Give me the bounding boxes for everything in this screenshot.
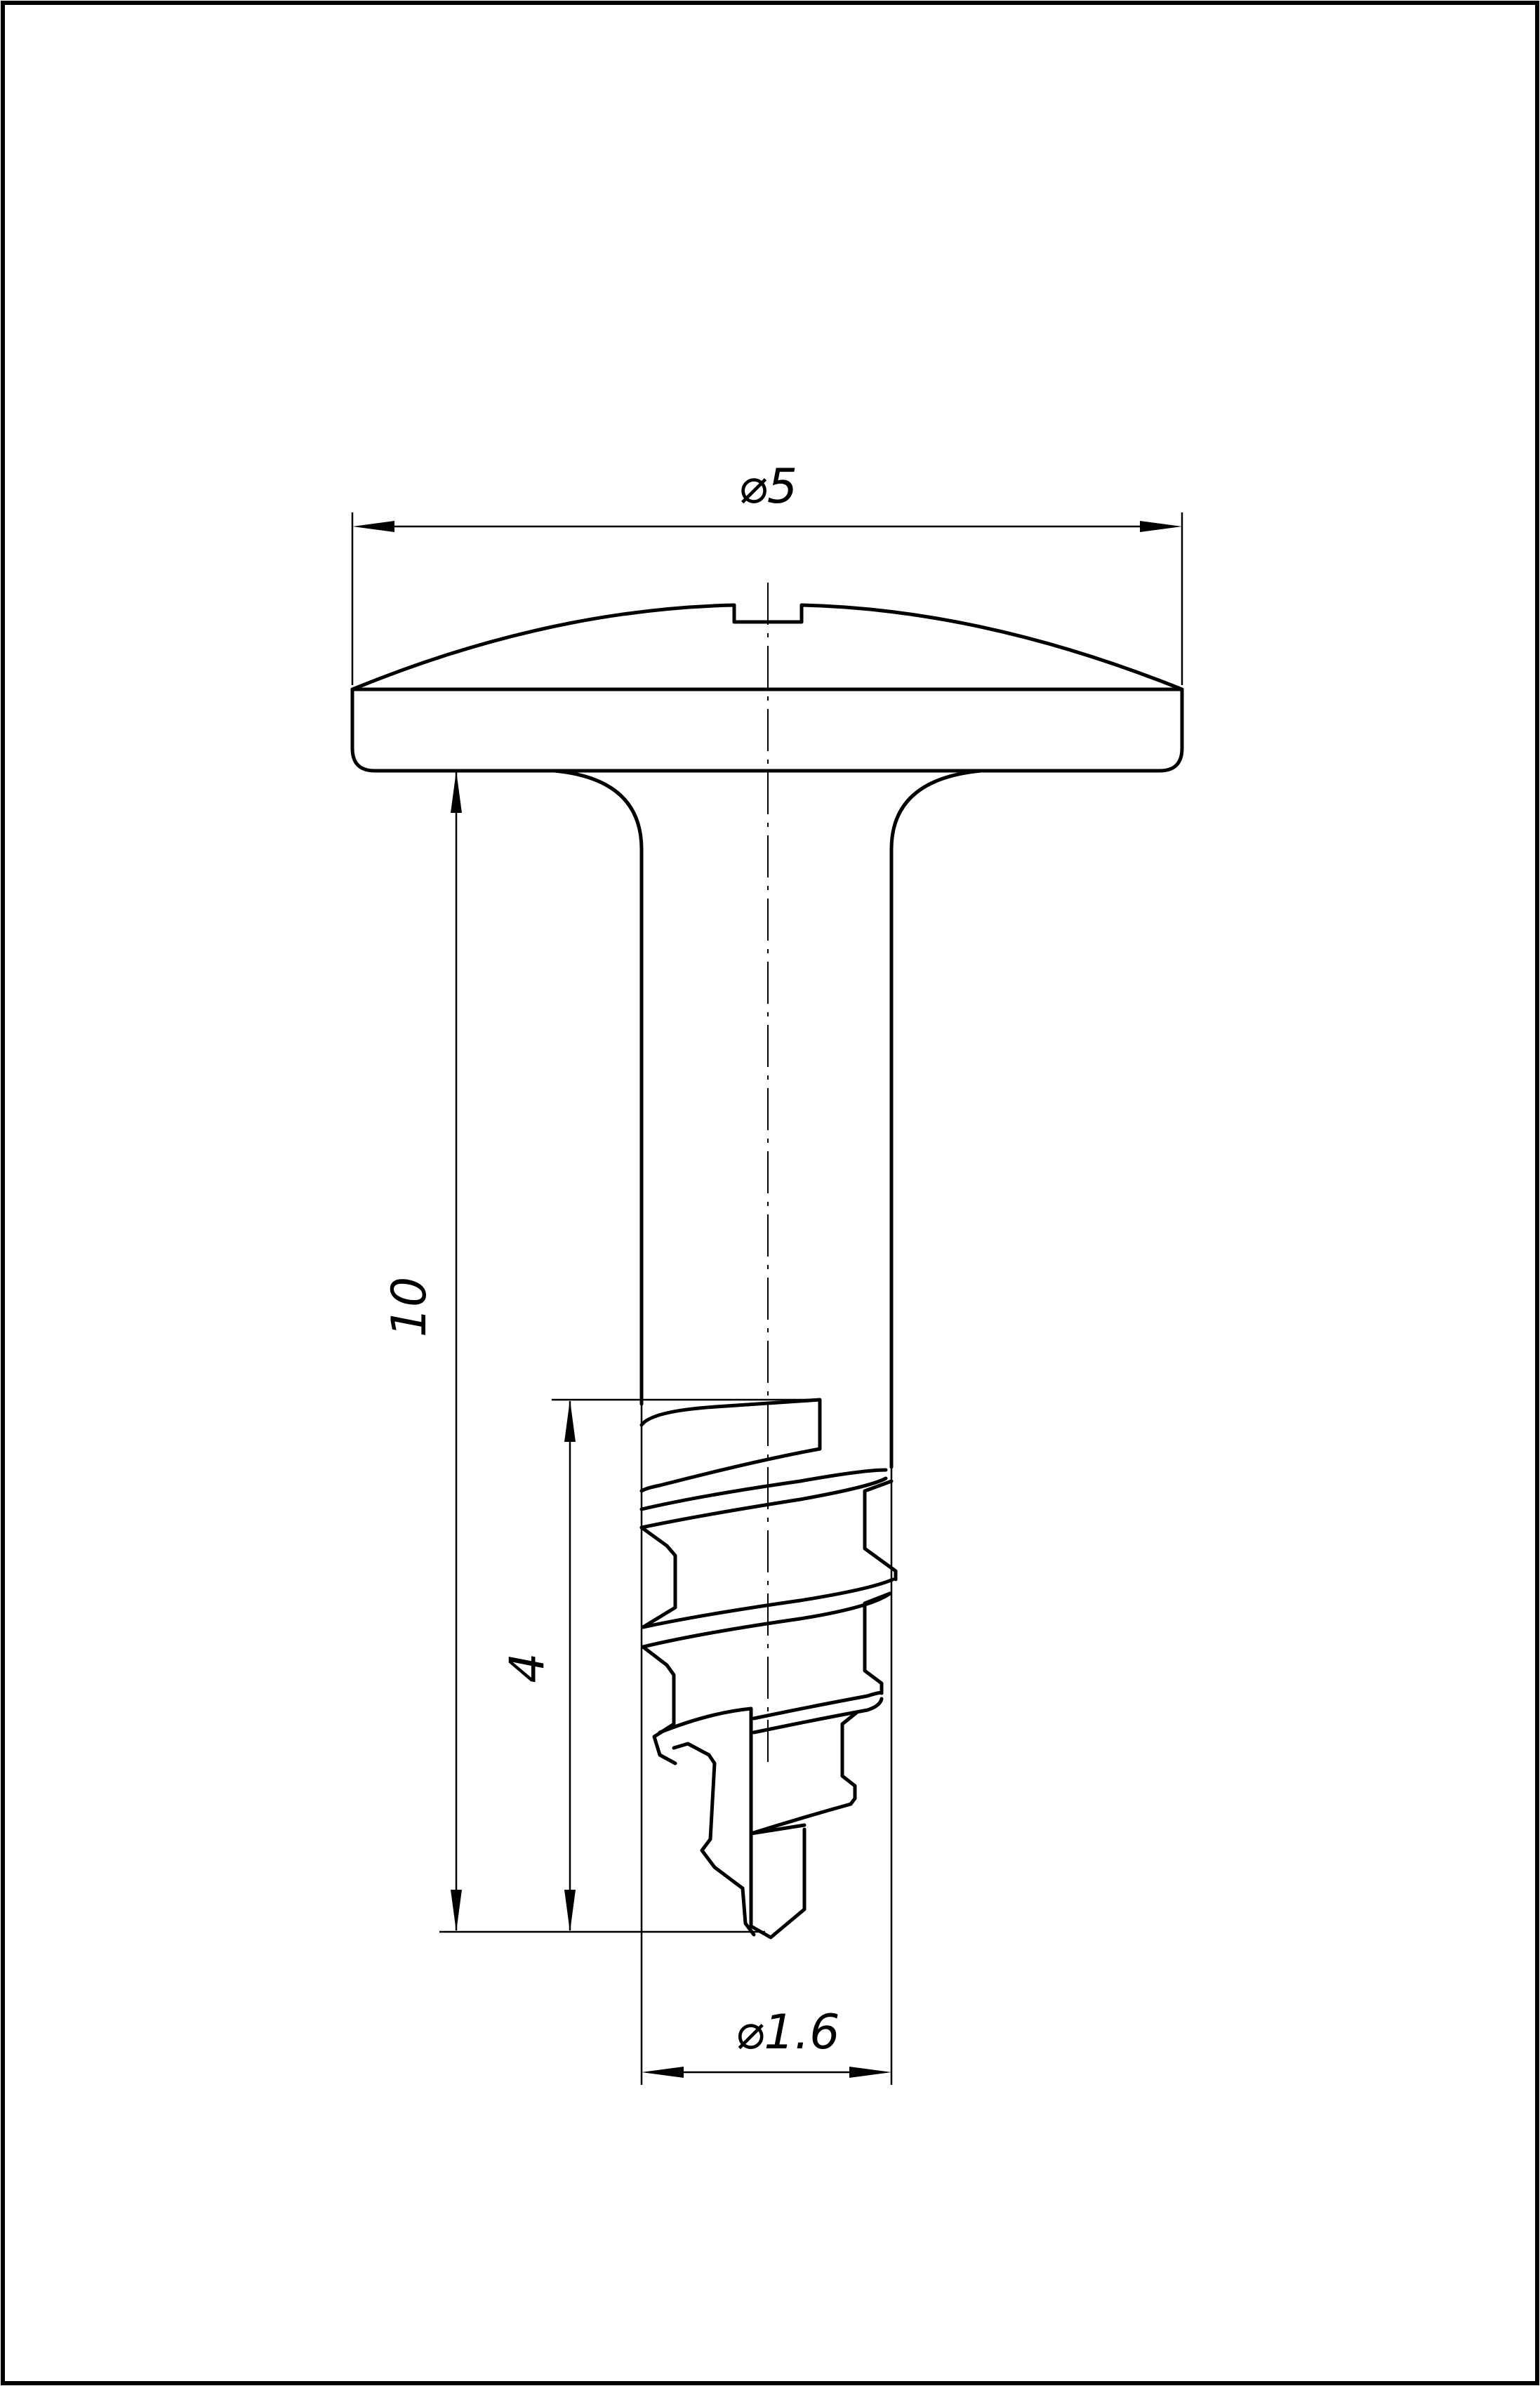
- arrowhead-shank-left: [642, 2067, 684, 2078]
- thread-root-right-1: [863, 1479, 898, 1582]
- thread-root-left-1: [639, 1525, 677, 1629]
- dimension-shank-diameter: ⌀1.6: [640, 1404, 893, 2085]
- thread-flank-5: [752, 1691, 884, 1721]
- arrowhead-shank-right: [849, 2067, 891, 2078]
- dimension-head-diameter: ⌀5: [351, 459, 1183, 685]
- screw-head: [350, 603, 1184, 773]
- thread-root-left-2: [641, 1645, 677, 1765]
- thread-flank-3: [641, 1577, 895, 1629]
- shank-right-edge: [889, 769, 983, 1469]
- screw-thread: [639, 1398, 898, 1940]
- thread-root-right-3: [840, 1711, 858, 1801]
- arrowhead-right: [1140, 521, 1182, 532]
- shank-left-edge: [552, 769, 644, 1406]
- thread-crest-1: [639, 1398, 822, 1493]
- screw-point: [749, 1827, 806, 1940]
- point-ridge: [749, 1823, 806, 1836]
- tip-lower-left: [741, 1886, 756, 1937]
- dimension-total-length: 10: [382, 771, 765, 1933]
- head-slot: [732, 603, 804, 624]
- thread-flank-1: [639, 1468, 888, 1511]
- dimension-label-total-length: 10: [382, 1277, 437, 1338]
- dimension-thread-length: 4: [500, 1398, 820, 1932]
- head-body: [350, 687, 1184, 773]
- screw-shank: [552, 769, 983, 1469]
- arrowhead-thread-bottom: [564, 1890, 576, 1932]
- thread-flank-2: [639, 1476, 888, 1530]
- thread-tip-flank: [658, 1706, 857, 1836]
- arrowhead-bottom: [451, 1890, 462, 1932]
- arrowhead-thread-top: [564, 1400, 576, 1442]
- dimension-label-thread-length: 4: [500, 1652, 555, 1683]
- dimension-label-head-diameter: ⌀5: [738, 459, 797, 515]
- arrowhead-left: [352, 521, 394, 532]
- arrowhead-top: [451, 771, 462, 813]
- dimension-label-shank-diameter: ⌀1.6: [735, 2005, 839, 2060]
- thread-tip-inner: [672, 1742, 745, 1890]
- thread-root-right-2: [863, 1591, 892, 1695]
